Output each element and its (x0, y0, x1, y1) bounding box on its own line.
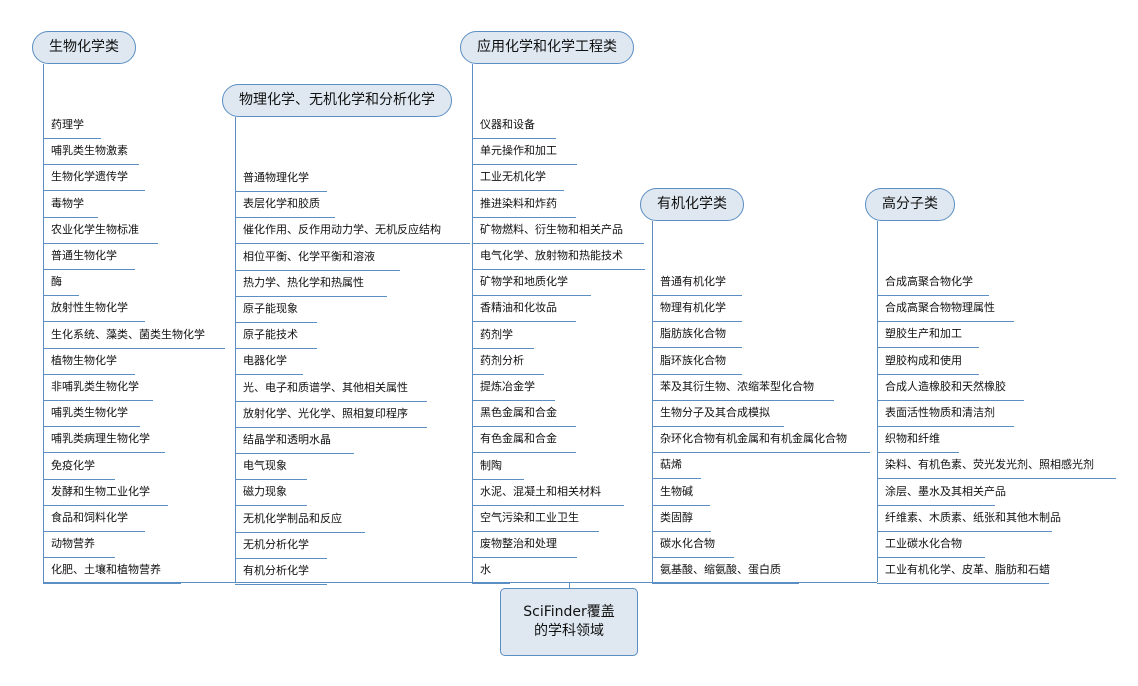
subtopic-organic[interactable]: 脂肪族化合物 (652, 324, 742, 349)
subtopic-polymer[interactable]: 合成人造橡胶和天然橡胶 (877, 377, 1024, 401)
subtopic-physchem[interactable]: 热力学、热化学和热属性 (235, 273, 387, 297)
subtopic-biochem[interactable]: 发酵和生物工业化学 (43, 482, 168, 506)
subtopic-physchem[interactable]: 催化作用、反作用动力学、无机反应结构 (235, 220, 470, 245)
subtopic-biochem[interactable]: 非哺乳类生物化学 (43, 377, 153, 401)
subtopic-applied[interactable]: 电气化学、放射物和热能技术 (472, 246, 645, 270)
subtopic-physchem[interactable]: 电气现象 (235, 456, 307, 481)
subtopic-organic[interactable]: 普通有机化学 (652, 272, 742, 296)
subtopic-applied[interactable]: 黑色金属和合金 (472, 403, 576, 428)
subtopic-organic[interactable]: 杂环化合物有机金属和有机金属化合物 (652, 429, 870, 454)
subtopic-physchem[interactable]: 光、电子和质谱学、其他相关属性 (235, 378, 427, 402)
subtopic-physchem[interactable]: 无机化学制品和反应 (235, 509, 365, 533)
subtopic-applied[interactable]: 推进染料和炸药 (472, 194, 576, 218)
subtopic-polymer[interactable]: 涂层、墨水及其相关产品 (877, 482, 1006, 506)
subtopic-applied[interactable]: 香精油和化妆品 (472, 298, 576, 323)
subtopic-organic[interactable]: 萜烯 (652, 455, 701, 480)
subtopic-biochem[interactable]: 哺乳类生物化学 (43, 403, 140, 428)
subtopic-organic[interactable]: 生物碱 (652, 482, 710, 506)
subtopic-biochem[interactable]: 农业化学生物标准 (43, 220, 158, 244)
subtopic-organic[interactable]: 苯及其衍生物、浓缩苯型化合物 (652, 377, 834, 401)
subtopic-polymer[interactable]: 织物和纤维 (877, 429, 959, 454)
subtopic-polymer[interactable]: 塑胶生产和加工 (877, 324, 979, 349)
subtopic-applied[interactable]: 药剂分析 (472, 351, 544, 375)
subtopic-organic[interactable]: 物理有机化学 (652, 298, 742, 323)
subtopic-organic[interactable]: 生物分子及其合成模拟 (652, 403, 784, 427)
subtopic-biochem[interactable]: 酶 (43, 272, 79, 297)
subtopic-organic[interactable]: 氨基酸、缩氨酸、蛋白质 (652, 560, 799, 585)
subtopic-polymer[interactable]: 合成高聚合物物理属性 (877, 298, 1014, 323)
subtopic-applied[interactable]: 单元操作和加工 (472, 141, 577, 166)
central-topic[interactable]: SciFinder覆盖 的学科领域 (500, 588, 638, 656)
subtopic-applied[interactable]: 空气污染和工业卫生 (472, 508, 599, 532)
subtopic-applied[interactable]: 工业无机化学 (472, 167, 564, 192)
subtopic-physchem[interactable]: 相位平衡、化学平衡和溶液 (235, 247, 400, 271)
subtopic-applied[interactable]: 水 (472, 560, 510, 585)
subtopic-physchem[interactable]: 放射化学、光化学、照相复印程序 (235, 404, 427, 428)
branch-topic-organic[interactable]: 有机化学类 (640, 188, 744, 221)
subtopic-applied[interactable]: 水泥、混凝土和相关材料 (472, 482, 624, 506)
subtopic-polymer[interactable]: 纤维素、木质素、纸张和其他木制品 (877, 508, 1061, 532)
branch-topic-biochem[interactable]: 生物化学类 (32, 31, 136, 64)
subtopic-biochem[interactable]: 哺乳类生物激素 (43, 141, 139, 166)
subtopic-physchem[interactable]: 原子能现象 (235, 299, 317, 323)
subtopic-applied[interactable]: 废物整治和处理 (472, 534, 577, 559)
subtopic-biochem[interactable]: 免疫化学 (43, 456, 115, 480)
subtopic-organic[interactable]: 脂环族化合物 (652, 351, 742, 375)
subtopic-applied[interactable]: 制陶 (472, 456, 524, 480)
subtopic-physchem[interactable]: 结晶学和透明水晶 (235, 430, 354, 454)
subtopic-biochem[interactable]: 哺乳类病理生物化学 (43, 429, 165, 454)
subtopic-biochem[interactable]: 普通生物化学 (43, 246, 135, 270)
branch-connector (652, 221, 653, 582)
subtopic-organic[interactable]: 碳水化合物 (652, 534, 734, 558)
subtopic-applied[interactable]: 有色金属和合金 (472, 429, 576, 454)
subtopic-polymer[interactable]: 工业有机化学、皮革、脂肪和石蜡 (877, 560, 1050, 585)
subtopic-biochem[interactable]: 生物化学遗传学 (43, 167, 145, 192)
subtopic-organic[interactable]: 类固醇 (652, 508, 711, 532)
subtopic-biochem[interactable]: 植物生物化学 (43, 351, 135, 375)
branch-topic-physchem[interactable]: 物理化学、无机化学和分析化学 (222, 84, 452, 117)
branch-connector (235, 117, 236, 582)
subtopic-biochem[interactable]: 化肥、土壤和植物营养 (43, 560, 181, 585)
subtopic-polymer[interactable]: 塑胶构成和使用 (877, 351, 979, 375)
subtopic-polymer[interactable]: 表面活性物质和清洁剂 (877, 403, 1014, 427)
subtopic-polymer[interactable]: 合成高聚合物化学 (877, 272, 989, 296)
bottom-connector (43, 582, 877, 583)
subtopic-applied[interactable]: 仪器和设备 (472, 115, 556, 139)
subtopic-biochem[interactable]: 放射性生物化学 (43, 298, 145, 323)
subtopic-physchem[interactable]: 无机分析化学 (235, 535, 327, 559)
subtopic-physchem[interactable]: 表层化学和胶质 (235, 194, 335, 219)
branch-topic-applied[interactable]: 应用化学和化学工程类 (460, 31, 634, 64)
subtopic-applied[interactable]: 提炼冶金学 (472, 377, 555, 401)
branch-topic-polymer[interactable]: 高分子类 (865, 188, 955, 221)
subtopic-physchem[interactable]: 原子能技术 (235, 325, 317, 350)
center-connector (569, 582, 570, 589)
branch-connector (472, 64, 473, 582)
branch-connector (43, 64, 44, 582)
subtopic-biochem[interactable]: 毒物学 (43, 194, 98, 218)
branch-connector (877, 221, 878, 582)
subtopic-polymer[interactable]: 工业碳水化合物 (877, 534, 985, 558)
subtopic-physchem[interactable]: 电器化学 (235, 351, 303, 376)
subtopic-biochem[interactable]: 食品和饲料化学 (43, 508, 145, 532)
central-topic-line1: SciFinder覆盖 (523, 604, 615, 620)
subtopic-physchem[interactable]: 有机分析化学 (235, 561, 327, 585)
subtopic-physchem[interactable]: 磁力现象 (235, 482, 307, 507)
subtopic-applied[interactable]: 矿物学和地质化学 (472, 272, 591, 297)
subtopic-biochem[interactable]: 生化系统、藻类、菌类生物化学 (43, 325, 225, 349)
subtopic-applied[interactable]: 矿物燃料、衍生物和相关产品 (472, 220, 644, 244)
subtopic-biochem[interactable]: 动物营养 (43, 534, 115, 559)
subtopic-biochem[interactable]: 药理学 (43, 115, 101, 139)
central-topic-line2: 的学科领域 (534, 623, 604, 639)
subtopic-applied[interactable]: 药剂学 (472, 325, 534, 349)
subtopic-polymer[interactable]: 染料、有机色素、荧光发光剂、照相感光剂 (877, 455, 1116, 480)
subtopic-physchem[interactable]: 普通物理化学 (235, 168, 327, 192)
